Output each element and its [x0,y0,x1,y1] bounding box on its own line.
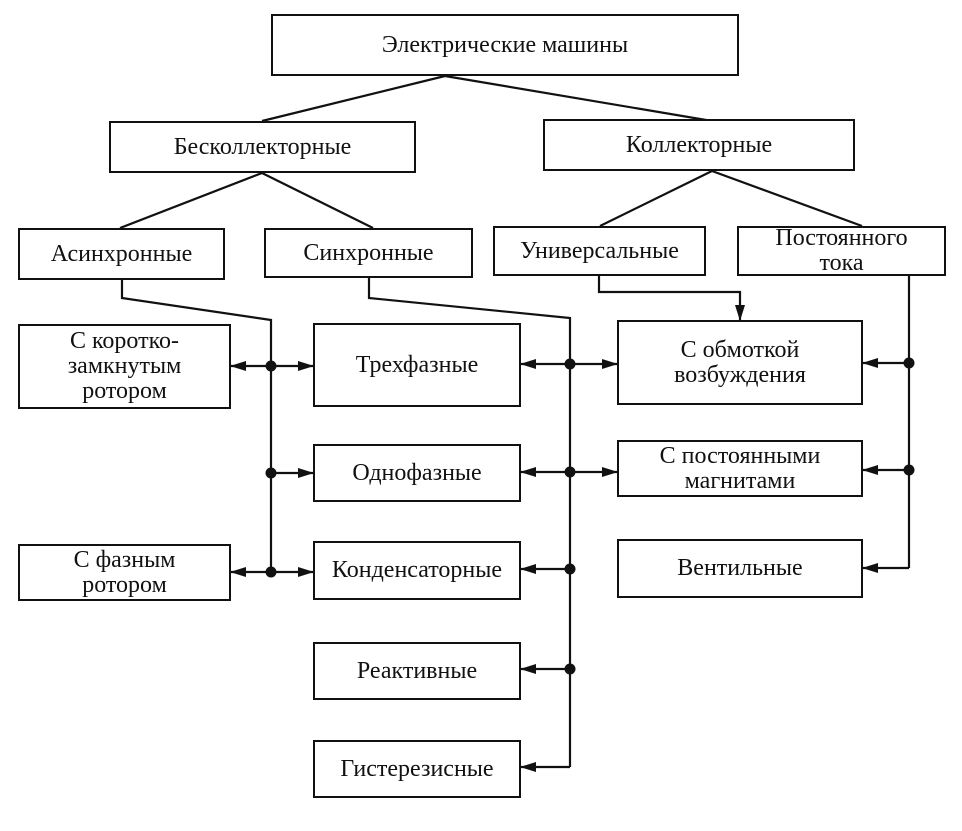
node-permanent-magnet: С постоянными магнитами [617,440,863,497]
node-capacitor: Конденсаторные [313,541,521,600]
node-field-winding: С обмоткой возбуждения [617,320,863,405]
node-single-phase: Однофазные [313,444,521,502]
node-squirrel-cage: С коротко- замкнутым ротором [18,324,231,409]
node-dc: Постоянного тока [737,226,946,276]
node-three-phase: Трехфазные [313,323,521,407]
node-root: Электрические машины [271,14,739,76]
node-commutator: Коллекторные [543,119,855,171]
node-brushless: Бесколлекторные [109,121,416,173]
node-sync: Синхронные [264,228,473,278]
node-valve: Вентильные [617,539,863,598]
node-hysteresis: Гистерезисные [313,740,521,798]
node-reluctance: Реактивные [313,642,521,700]
node-async: Асинхронные [18,228,225,280]
node-universal: Универсальные [493,226,706,276]
node-wound-rotor: С фазным ротором [18,544,231,601]
